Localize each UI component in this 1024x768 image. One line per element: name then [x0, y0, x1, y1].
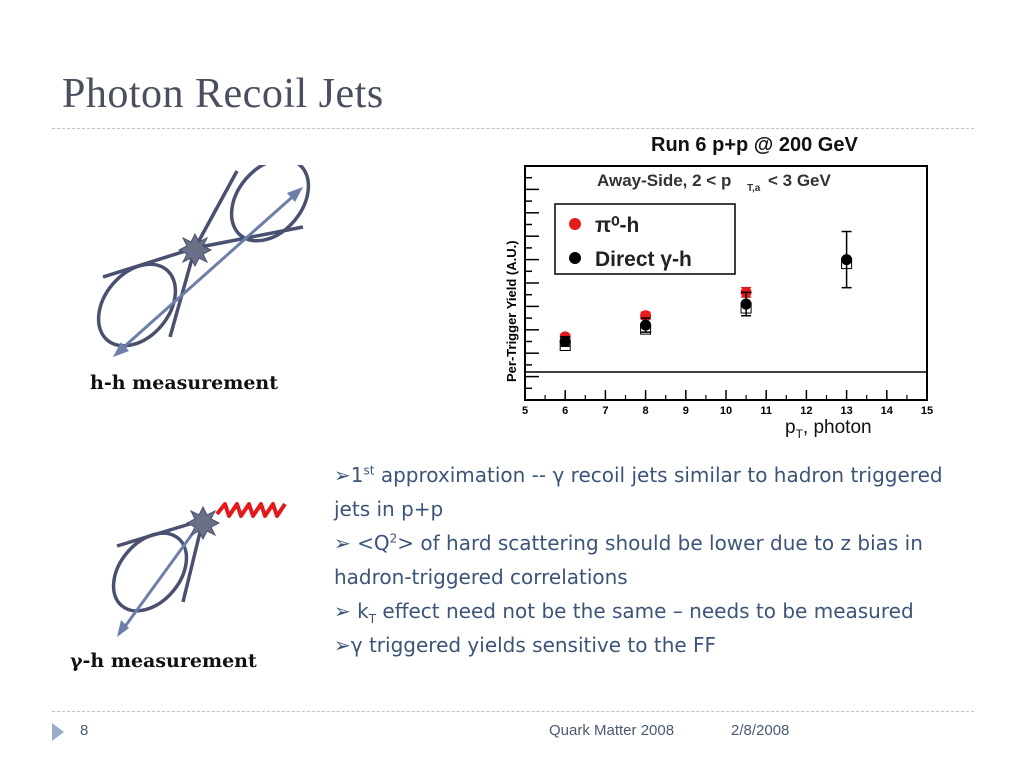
chart-legend	[554, 203, 736, 275]
bullet-item: ➢1st approximation -- γ recoil jets simi…	[334, 463, 943, 521]
run-label: Run 6 p+p @ 200 GeV	[651, 134, 858, 156]
data-point	[740, 298, 752, 310]
footer-date: 2/8/2008	[731, 722, 790, 739]
chart-x-axis-label: pT, photon	[785, 417, 872, 441]
bullet-item: ➢ <Q2> of hard scattering should be lowe…	[334, 531, 923, 589]
bullet-list: ➢1st approximation -- γ recoil jets simi…	[334, 458, 964, 662]
title-divider	[52, 128, 974, 129]
gamma-h-diagram	[111, 502, 287, 637]
photon-wavy-line	[215, 502, 287, 518]
bullet-item: ➢ kT effect need not be the same – needs…	[334, 599, 914, 626]
gamma-h-caption-text: -h measurement	[82, 650, 257, 672]
lower-jet-cone-rim	[96, 262, 178, 348]
bullet-item: ➢γ triggered yields sensitive to the FF	[334, 633, 717, 657]
x-tick-label: 11	[760, 405, 772, 417]
chart-y-axis-label: Per-Trigger Yield (A.U.)	[504, 240, 519, 382]
data-point	[640, 319, 652, 331]
plot-frame	[524, 165, 928, 401]
chart-title-end: < 3 GeV	[768, 171, 832, 190]
x-tick-label: 9	[683, 405, 689, 417]
gamma-h-measurement-caption: γ-h measurement	[70, 650, 257, 672]
jet-cone-rim	[111, 531, 189, 613]
data-point	[559, 336, 571, 347]
collision-vertex-icon	[185, 505, 221, 541]
x-tick-label: 6	[562, 405, 568, 417]
x-tick-label: 13	[840, 405, 852, 417]
data-point	[841, 254, 853, 266]
legend-marker	[569, 218, 581, 230]
x-tick-label: 10	[720, 405, 732, 417]
legend-marker	[569, 252, 581, 264]
bullet-arrow-icon: ➢	[334, 463, 351, 487]
x-tick-label: 14	[881, 405, 894, 417]
footer-divider	[52, 711, 974, 712]
footer-conference: Quark Matter 2008	[549, 722, 675, 739]
legend-label: π⁰-h	[595, 214, 639, 237]
chart-title: Away-Side, 2 < p	[597, 171, 731, 190]
x-tick-label: 12	[800, 405, 812, 417]
chart-title-subscript: T,a	[747, 183, 761, 194]
hh-dijet-diagram	[96, 165, 311, 357]
bullet-arrow-icon: ➢	[334, 599, 351, 623]
upper-jet-cone-rim	[229, 165, 311, 243]
x-tick-label: 5	[522, 405, 528, 417]
page-number: 8	[80, 722, 89, 739]
jet-axis-arrow	[116, 189, 300, 355]
x-tick-label: 7	[602, 405, 608, 417]
hh-measurement-caption: h-h measurement	[90, 372, 279, 394]
legend-label: Direct γ-h	[595, 248, 692, 271]
gamma-symbol: γ	[70, 650, 83, 672]
collision-vertex-icon	[177, 232, 213, 268]
slide-marker-icon	[52, 723, 64, 741]
yield-chart: 5 6 7 8 9 10 11 12 13 14 15 Away-Side, 2 < p T,a < 3…	[504, 165, 933, 417]
x-tick-label: 15	[921, 405, 933, 417]
bullet-arrow-icon: ➢	[334, 531, 351, 555]
x-tick-label: 8	[643, 405, 649, 417]
bullet-arrow-icon: ➢	[334, 633, 351, 657]
slide-title: Photon Recoil Jets	[62, 71, 384, 117]
jet-axis-arrow	[119, 521, 203, 633]
